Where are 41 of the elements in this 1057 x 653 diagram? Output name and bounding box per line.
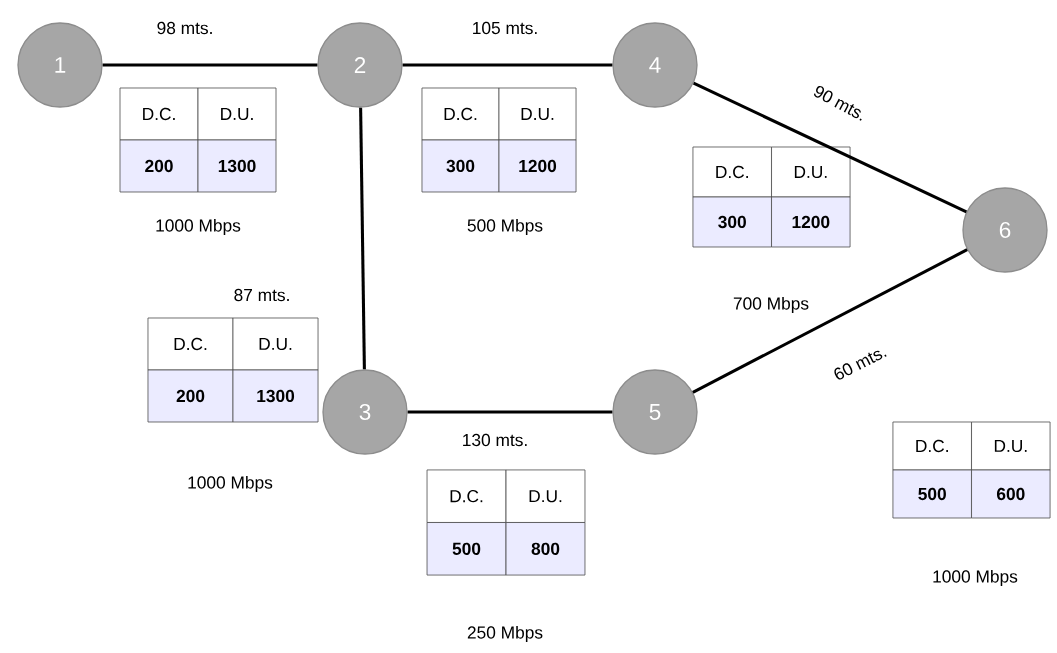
- table-cell: 300: [421, 139, 500, 193]
- table-cell: 200: [147, 369, 234, 423]
- table-cell: D.U.: [771, 146, 851, 198]
- table-cell: D.U.: [498, 87, 577, 141]
- connector-line: [402, 63, 613, 67]
- bandwidth-label: 1000 Mbps: [933, 569, 1018, 587]
- bandwidth-label: 1000 Mbps: [188, 475, 273, 493]
- table-cell: D.C.: [119, 87, 199, 141]
- table-cell: 500: [426, 522, 507, 576]
- connector-line: [102, 63, 318, 67]
- edge-label: 87 mts.: [232, 287, 292, 303]
- connector-line: [692, 248, 968, 394]
- connector-line: [407, 410, 613, 414]
- table-cell: 1300: [232, 369, 319, 423]
- table-cell: 600: [971, 469, 1051, 519]
- table-cell: 800: [505, 522, 586, 576]
- table-cell: 1200: [771, 196, 851, 248]
- bandwidth-label: 250 Mbps: [467, 625, 543, 643]
- table-cell: 200: [119, 139, 199, 193]
- table-cell: D.C.: [692, 146, 772, 198]
- edge-label: 105 mts.: [470, 20, 540, 36]
- bandwidth-label: 1000 Mbps: [156, 218, 241, 236]
- table-cell: D.C.: [147, 317, 234, 371]
- edge-label: 90 mts.: [810, 82, 870, 124]
- table-cell: D.C.: [426, 469, 507, 523]
- table-cell: 500: [892, 469, 972, 519]
- table-cell: D.U.: [971, 421, 1051, 471]
- connector-line: [692, 81, 968, 214]
- table-cell: 1300: [197, 139, 277, 193]
- connector-line: [359, 107, 366, 370]
- table-cell: D.U.: [197, 87, 277, 141]
- edge-label: 98 mts.: [155, 20, 215, 36]
- table-cell: D.U.: [232, 317, 319, 371]
- table-cell: 300: [692, 196, 772, 248]
- table-cell: 1200: [498, 139, 577, 193]
- table-cell: D.C.: [421, 87, 500, 141]
- edge-label: 130 mts.: [460, 432, 530, 448]
- edge-label: 60 mts.: [830, 342, 890, 384]
- bandwidth-label: 500 Mbps: [467, 218, 543, 236]
- table-cell: D.C.: [892, 421, 972, 471]
- table-cell: D.U.: [505, 469, 586, 523]
